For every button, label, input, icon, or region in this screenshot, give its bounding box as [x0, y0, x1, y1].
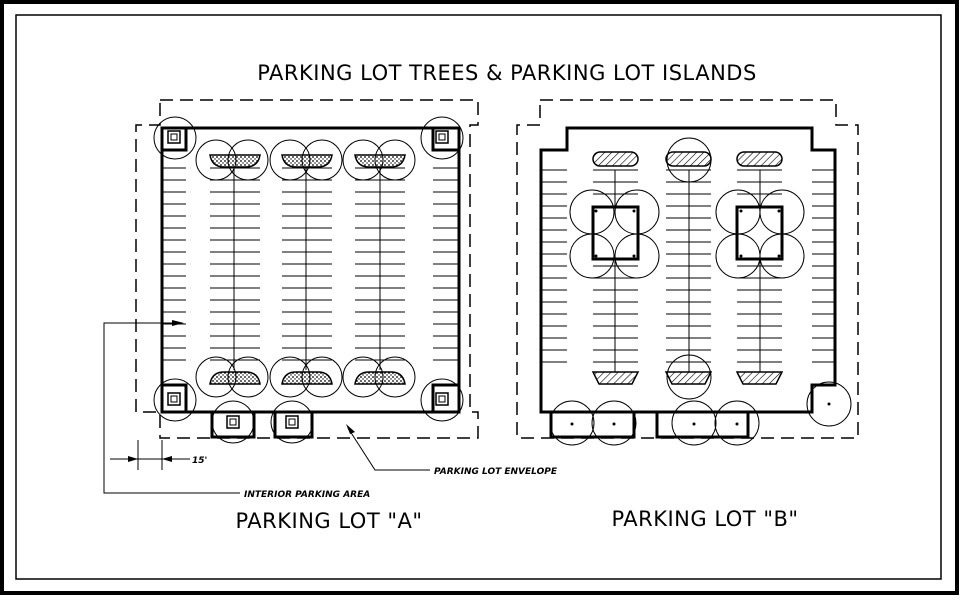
- tree-icon: [211, 400, 255, 444]
- tree-icon: [195, 356, 237, 398]
- envelope-callout: PARKING LOT ENVELOPE: [434, 467, 558, 477]
- tree-icon: [270, 400, 314, 444]
- lot-b-boundary: [539, 126, 837, 414]
- lot-b-island: [664, 371, 713, 385]
- lot-b-island: [736, 151, 783, 167]
- tree-icon: [666, 354, 712, 400]
- lot-a-label: PARKING LOT "A": [235, 509, 422, 533]
- sheet-border-inner: [15, 14, 942, 580]
- lot-a-envelope: [135, 99, 479, 439]
- tree-icon: [153, 378, 197, 422]
- tree-icon: [714, 400, 760, 446]
- lot-a-island: [354, 371, 406, 385]
- tree-icon: [614, 233, 660, 279]
- dimension-label: 15': [192, 456, 207, 466]
- lot-a-island: [354, 154, 406, 168]
- tree-icon: [153, 116, 197, 160]
- tree-icon: [227, 356, 269, 398]
- tree-icon: [671, 400, 717, 446]
- tree-icon: [806, 381, 852, 427]
- drawing-title: PARKING LOT TREES & PARKING LOT ISLANDS: [257, 61, 757, 85]
- tree-icon: [549, 400, 595, 446]
- lot-b-envelope: [516, 99, 859, 439]
- lot-a-island: [209, 154, 261, 168]
- parking-lot-b: PARKING LOT "B": [516, 99, 859, 531]
- parking-lot-a: 15' PARKING LOT ENVELOPE INTERIOR PARKIN…: [103, 99, 558, 533]
- lot-b-island: [591, 371, 640, 385]
- interior-area-leader: [103, 322, 240, 494]
- tree-icon: [342, 139, 384, 181]
- lot-a-parking-stalls: [162, 167, 459, 361]
- tree-icon: [591, 400, 637, 446]
- tree-icon: [342, 356, 384, 398]
- tree-icon: [227, 139, 269, 181]
- tree-icon: [301, 139, 343, 181]
- lot-a-island: [281, 154, 333, 168]
- envelope-leader: [347, 427, 430, 471]
- tree-icon: [569, 233, 615, 279]
- tree-icon: [195, 139, 237, 181]
- tree-icon: [420, 378, 464, 422]
- lot-a-boundary: [160, 126, 461, 414]
- tree-icon: [301, 356, 343, 398]
- tree-icon: [420, 116, 464, 160]
- lot-a-island: [209, 371, 261, 385]
- lot-b-parking-stalls: [541, 169, 835, 363]
- lot-b-label: PARKING LOT "B": [611, 507, 798, 531]
- lot-b-island: [735, 371, 784, 385]
- tree-icon: [374, 356, 416, 398]
- tree-icon: [269, 356, 311, 398]
- tree-icon: [759, 233, 805, 279]
- tree-icon: [666, 137, 712, 183]
- tree-icon: [269, 139, 311, 181]
- sheet-border-outer: [0, 0, 959, 595]
- lot-a-island: [281, 371, 333, 385]
- lot-b-island: [665, 151, 712, 167]
- interior-area-callout: INTERIOR PARKING AREA: [244, 490, 370, 500]
- tree-icon: [374, 139, 416, 181]
- lot-b-island: [592, 151, 639, 167]
